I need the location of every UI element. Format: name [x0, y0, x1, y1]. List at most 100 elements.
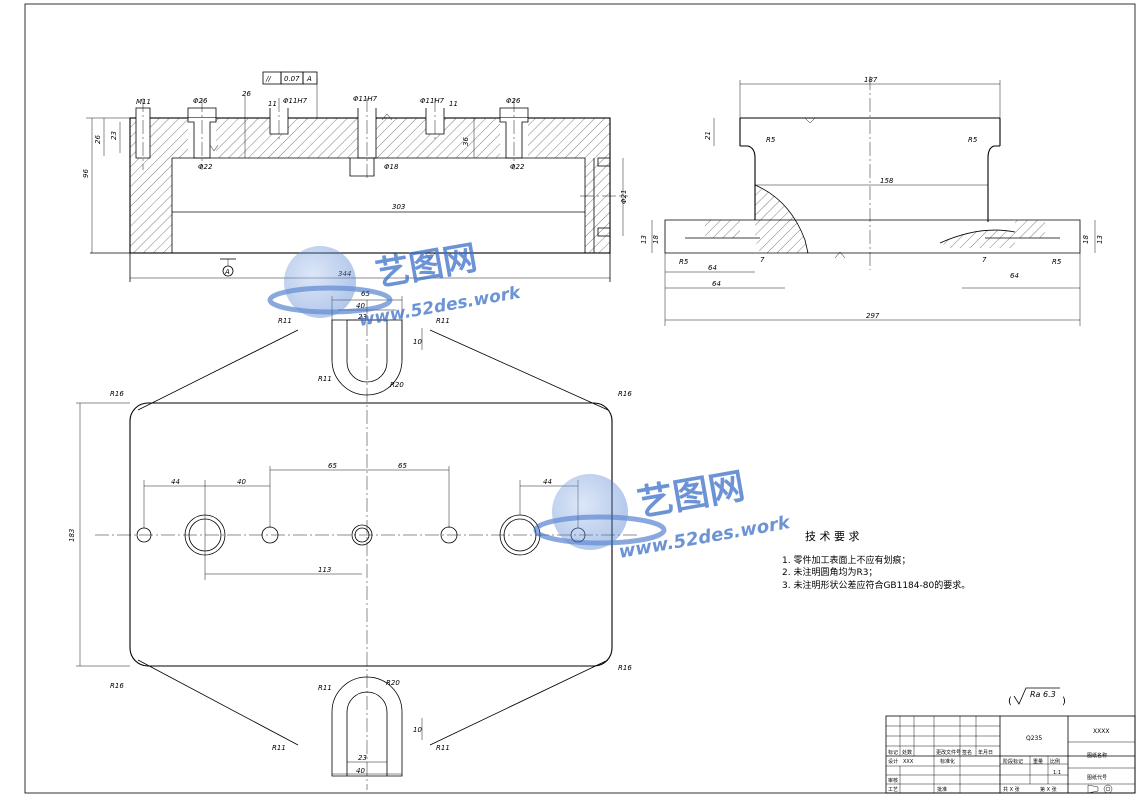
tol-symbol: // — [265, 75, 271, 83]
frame-border — [24, 3, 1136, 794]
dim-65-b: 65 — [398, 462, 407, 470]
dim-r11-bot-a: R11 — [318, 684, 332, 692]
dim-r11-bot-l: R11 — [272, 744, 286, 752]
tb-designer: XXX — [903, 759, 914, 765]
dim-7-r: 7 — [982, 256, 987, 264]
top-view — [76, 296, 640, 790]
watermark-brand-2: 艺图网 — [634, 466, 747, 525]
dim-40: 40 — [237, 478, 246, 486]
dim-m11: M11 — [136, 98, 151, 106]
dim-44-r: 44 — [543, 478, 552, 486]
tb-scale-value: 1:1 — [1053, 770, 1061, 776]
dim-96: 96 — [82, 169, 90, 178]
dim-23: 23 — [110, 131, 118, 140]
tol-value: 0.07 — [284, 75, 300, 83]
dim-18-r: 18 — [1082, 235, 1090, 244]
dim-10-top: 10 — [413, 338, 422, 346]
side-view — [651, 76, 1096, 326]
tb-drawing-code: 图纸代号 — [1087, 774, 1107, 781]
watermark-globe-icon — [267, 246, 393, 318]
dim-64-a: 64 — [708, 264, 717, 272]
dim-187: 187 — [864, 76, 878, 84]
dim-d26-left: Φ26 — [193, 97, 208, 105]
dim-r20-bot: R20 — [386, 679, 400, 687]
dim-d22-left: Φ22 — [198, 163, 213, 171]
dim-40-top: 40 — [356, 302, 365, 310]
dim-23-bot: 23 — [358, 754, 367, 762]
dim-r16-tr: R16 — [618, 390, 632, 398]
front-view — [86, 71, 628, 282]
dim-11-a: 11 — [268, 100, 277, 108]
watermark-globe-icon-2 — [533, 474, 667, 550]
dim-d11h7-c: Φ11H7 — [420, 97, 445, 105]
title-block: 标记 处数 更改文件号 签名 年月日 设计 XXX 标准化 审核 工艺 批准 Q… — [885, 715, 1136, 794]
dim-r5-bl: R5 — [679, 258, 689, 266]
dim-d22-right: Φ22 — [510, 163, 525, 171]
tb-change-label: 更改文件号 — [936, 749, 961, 756]
dim-36: 36 — [462, 137, 470, 146]
front-left-hatch — [130, 158, 172, 253]
dim-d11h7-b: Φ11H7 — [353, 95, 378, 103]
dim-r5-tr: R5 — [968, 136, 978, 144]
dim-64-c: 64 — [1010, 272, 1019, 280]
side-view-labels: 187 21 R5 R5 158 13 18 18 13 R5 R5 64 64… — [640, 76, 1104, 320]
dim-64-b: 64 — [712, 280, 721, 288]
tb-std-label: 标准化 — [940, 758, 955, 765]
svg-text:): ) — [1062, 696, 1066, 707]
dim-13-r: 13 — [1096, 235, 1104, 244]
requirement-1: 1. 零件加工表面上不应有划痕； — [782, 554, 910, 566]
svg-text:(: ( — [1008, 696, 1012, 707]
tb-stage-label: 阶段标记 — [1003, 758, 1023, 765]
tb-check-label: 审核 — [888, 777, 898, 784]
watermark-2: 艺图网 www.52des.work — [533, 466, 792, 563]
dim-13: 13 — [640, 235, 648, 244]
dim-r5-tl: R5 — [766, 136, 776, 144]
watermark-brand: 艺图网 — [373, 238, 480, 295]
tb-drawing-name: 图纸名称 — [1087, 752, 1107, 759]
dim-r11-bot-r: R11 — [436, 744, 450, 752]
tol-datum: A — [306, 75, 312, 83]
datum-label: A — [224, 268, 230, 276]
roughness-symbol: ( Ra 6.3 ) — [1008, 687, 1066, 707]
dim-r16-br: R16 — [618, 664, 632, 672]
projection-symbol-icon — [1087, 784, 1113, 794]
technical-requirements: 技 术 要 求 1. 零件加工表面上不应有划痕； 2. 未注明圆角均为R3； 3… — [782, 530, 970, 591]
dim-10-bot: 10 — [413, 726, 422, 734]
tb-sign-label: 签名 — [962, 749, 972, 756]
dim-44-l: 44 — [171, 478, 180, 486]
tb-sheet-no: 第 X 张 — [1040, 786, 1057, 793]
tb-mark-label: 标记 — [888, 749, 898, 756]
watermark-1: 艺图网 www.52des.work — [267, 238, 524, 331]
dim-297: 297 — [866, 312, 880, 320]
dim-23-top: 23 — [358, 313, 367, 321]
dim-r11-a: R11 — [278, 317, 292, 325]
dim-d21: Φ21 — [620, 190, 628, 204]
requirement-2: 2. 未注明圆角均为R3； — [782, 566, 877, 578]
dim-21: 21 — [704, 131, 712, 140]
requirement-3: 3. 未注明形状公差应符合GB1184-80的要求。 — [782, 579, 970, 591]
dim-7-l: 7 — [760, 256, 765, 264]
tb-process-label: 工艺 — [888, 787, 898, 793]
dim-r16-tl: R16 — [110, 390, 124, 398]
dim-65-a: 65 — [328, 462, 337, 470]
dim-r16-bl: R16 — [110, 682, 124, 690]
dim-11-b: 11 — [449, 100, 458, 108]
dim-26-top: 26 — [242, 90, 251, 98]
dim-113: 113 — [318, 566, 331, 574]
dim-158: 158 — [880, 177, 894, 185]
requirements-title: 技 术 要 求 — [805, 530, 860, 543]
tb-date-label: 年月日 — [978, 749, 993, 756]
dim-18-l: 18 — [652, 235, 660, 244]
dim-r11-c: R11 — [318, 375, 332, 383]
tb-designer-label: 设计 — [888, 758, 898, 765]
tb-count-label: 处数 — [902, 749, 912, 756]
dim-183: 183 — [68, 529, 76, 542]
dim-d26-right: Φ26 — [506, 97, 521, 105]
dim-40-bot: 40 — [356, 767, 365, 775]
dim-r5-br: R5 — [1052, 258, 1062, 266]
tb-sheets-total: 共 X 张 — [1003, 786, 1020, 793]
tb-approve-label: 批准 — [937, 786, 947, 793]
dim-d18: Φ18 — [384, 163, 399, 171]
roughness-value: Ra 6.3 — [1030, 690, 1056, 699]
dim-303: 303 — [392, 203, 405, 211]
